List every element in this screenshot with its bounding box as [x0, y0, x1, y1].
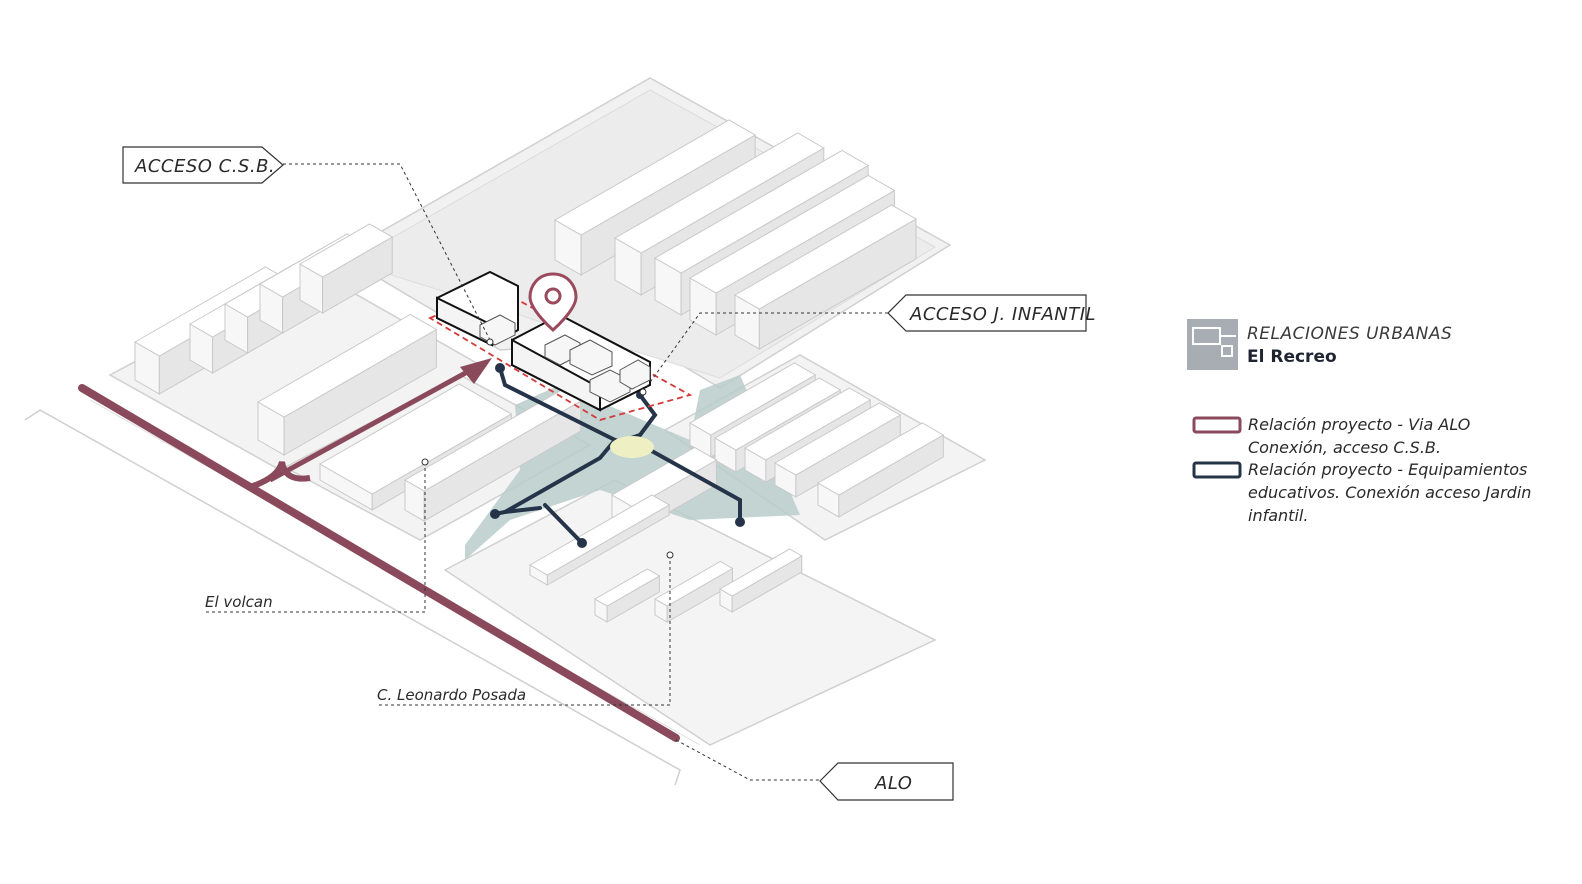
building-face	[318, 383, 513, 495]
building-face	[733, 204, 917, 310]
project-building	[427, 270, 693, 421]
building-face	[773, 402, 902, 476]
leader-lines	[203, 163, 888, 781]
callout-frame	[819, 762, 954, 801]
building-face	[593, 568, 661, 607]
street-label-el-volcan: El volcan	[205, 593, 273, 611]
leader-dots	[421, 338, 674, 559]
routes	[78, 358, 745, 742]
legend-swatch	[1192, 416, 1242, 434]
callout-alo: ALO	[819, 762, 954, 801]
callout-acceso-csb: ACCESO C.S.B.	[122, 146, 284, 184]
alo-access-route	[268, 362, 482, 483]
callout-frame	[122, 146, 284, 184]
alo-branch	[249, 461, 311, 490]
building-face	[528, 494, 671, 576]
legend-item-alo: Relación proyecto - Via ALO Conexión, ac…	[1192, 415, 1470, 457]
street-label-leonardo-posada: C. Leonardo Posada	[377, 686, 526, 704]
callout-acceso-infantil: ACCESO J. INFANTIL	[887, 294, 1096, 332]
building-face	[816, 422, 945, 496]
road-edge-1	[24, 409, 681, 786]
building-face	[688, 362, 817, 436]
building-face	[653, 560, 734, 607]
building-face	[713, 377, 842, 451]
legend-item-line: Relación proyecto - Via ALO	[1248, 415, 1470, 434]
building-face	[688, 174, 896, 294]
callout-label: ACCESO J. INFANTIL	[909, 304, 1096, 325]
legend-item-line: educativos. Conexión acceso Jardin	[1248, 483, 1531, 502]
legend-item-education: Relación proyecto - Equipamientos educat…	[1192, 460, 1531, 525]
roundabout	[610, 436, 654, 458]
legend-subtitle: El Recreo	[1247, 347, 1337, 367]
building-face	[298, 223, 394, 278]
building-face	[653, 149, 870, 274]
building-face	[553, 119, 757, 236]
location-marker-icon	[528, 272, 578, 332]
alo-route	[78, 384, 680, 742]
callout-frame	[887, 294, 1087, 332]
building-face	[610, 446, 718, 509]
callout-label: ALO	[874, 773, 912, 794]
legend-swatch	[1192, 461, 1242, 479]
legend-title: RELACIONES URBANAS	[1247, 324, 1452, 344]
building-face	[743, 387, 872, 461]
legend-icon	[1187, 319, 1238, 370]
legend-item-line: infantil.	[1248, 506, 1308, 525]
legend-item-line: Conexión, acceso C.S.B.	[1248, 438, 1441, 457]
alo-arrow-head	[460, 358, 492, 384]
callout-label: ACCESO C.S.B.	[134, 156, 275, 177]
legend-item-line: Relación proyecto - Equipamientos	[1248, 460, 1527, 479]
building-face	[613, 132, 825, 254]
building-face	[256, 313, 438, 418]
building-face	[718, 548, 803, 597]
buildings	[133, 119, 945, 623]
legend: RELACIONES URBANAS El Recreo Relación pr…	[1187, 319, 1531, 525]
